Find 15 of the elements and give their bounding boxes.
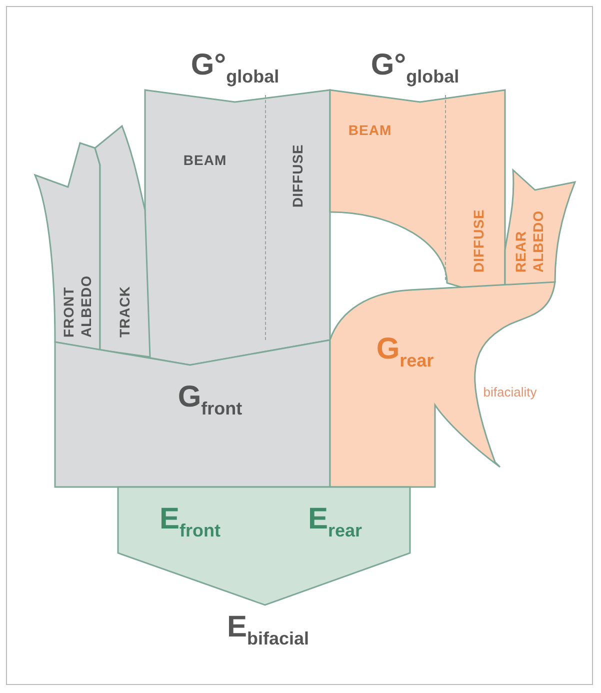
flow-label: DIFFUSE xyxy=(470,208,488,272)
flow-label: bifaciality xyxy=(483,386,537,398)
flow-label: BEAM xyxy=(348,123,392,137)
flow-label: G°$_{global}$ xyxy=(370,50,460,86)
flow-label: G$_{rear}$ xyxy=(376,334,434,370)
flow-label: G$_{front}$ xyxy=(178,382,242,418)
flow-label: G°$_{global}$ xyxy=(190,50,280,86)
flow-label: BEAM xyxy=(183,153,227,167)
flow-label: REAR ALBEDO xyxy=(512,209,547,272)
flow-label: FRONT ALBEDO xyxy=(60,274,95,338)
flow-label: E$_{front}$ xyxy=(160,504,220,540)
flow-label: E$_{bifacial}$ xyxy=(226,612,310,648)
flow-label: E$_{rear}$ xyxy=(308,504,362,540)
flow-label: TRACK xyxy=(116,285,134,338)
flow-label: DIFFUSE xyxy=(289,143,306,208)
